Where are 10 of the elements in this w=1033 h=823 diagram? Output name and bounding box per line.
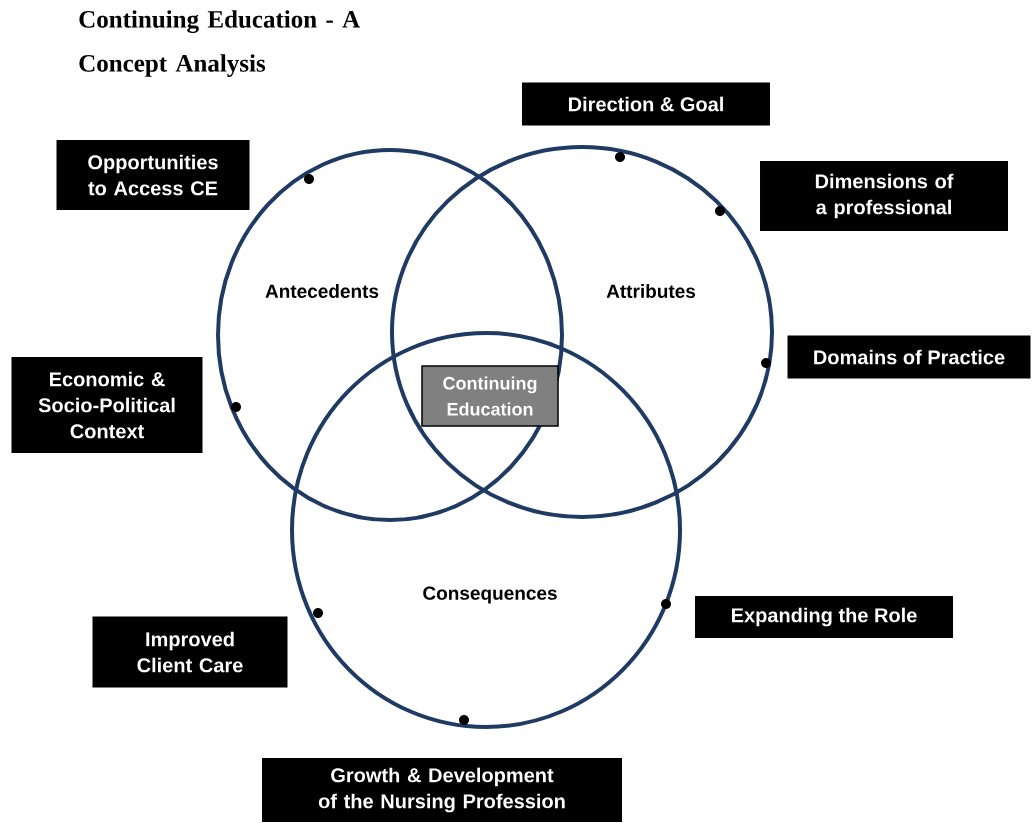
- label-box: Dimensions of a professional: [760, 161, 1008, 231]
- label-box: Direction & Goal: [522, 82, 770, 126]
- label-box: Improved Client Care: [92, 616, 288, 688]
- label-box: Economic & Socio-Political Context: [11, 357, 203, 453]
- label-box: Opportunities to Access CE: [56, 140, 250, 210]
- concept-box: Continuing Education: [421, 365, 559, 427]
- label-box: Growth & Development of the Nursing Profession: [262, 758, 622, 822]
- label-box: Expanding the Role: [695, 596, 953, 638]
- label-box: Domains of Practice: [787, 335, 1031, 379]
- title: Continuing Education - A Concept Analysis: [79, 10, 360, 77]
